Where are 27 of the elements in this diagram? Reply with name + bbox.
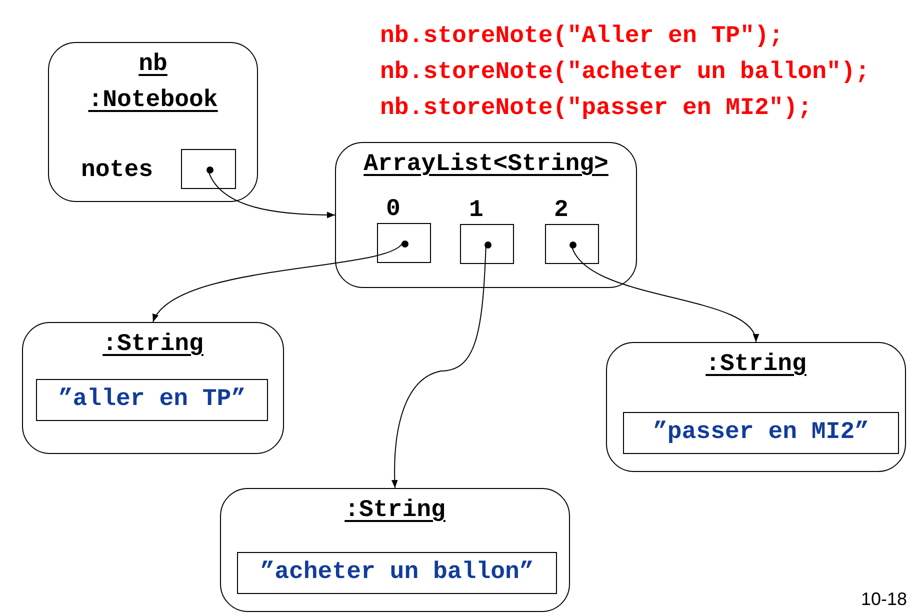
object-title: ArrayList<String> bbox=[364, 150, 608, 180]
reference-slot bbox=[181, 149, 236, 189]
object-title: nb :Notebook bbox=[87, 50, 219, 116]
value-box bbox=[237, 552, 557, 594]
object-title: :String bbox=[102, 330, 204, 360]
value-box bbox=[623, 412, 899, 454]
object-box bbox=[220, 488, 570, 612]
reference-arrow bbox=[152, 242, 404, 322]
string-value: ”passer en MI2” bbox=[652, 418, 870, 448]
page-number: 10-18 bbox=[860, 588, 907, 611]
string-value: ”aller en TP” bbox=[58, 385, 246, 415]
index-label: 0 bbox=[386, 195, 400, 225]
field-name: notes bbox=[81, 156, 154, 186]
index-label: 1 bbox=[469, 196, 484, 226]
object-box bbox=[48, 42, 258, 202]
value-box bbox=[36, 379, 268, 421]
object-box bbox=[22, 322, 284, 454]
reference-arrow bbox=[207, 168, 336, 218]
code-line: nb.storeNote("Aller en TP"); bbox=[380, 22, 784, 51]
code-line: nb.storeNote("acheter un ballon"); bbox=[380, 58, 870, 87]
string-value: ”acheter un ballon” bbox=[260, 558, 534, 588]
code-line: nb.storeNote("passer en MI2"); bbox=[380, 94, 814, 123]
index-label: 2 bbox=[554, 196, 568, 226]
object-box bbox=[606, 342, 906, 472]
object-title: :String bbox=[706, 350, 806, 380]
object-title: :String bbox=[344, 496, 446, 526]
object-box bbox=[335, 142, 637, 288]
